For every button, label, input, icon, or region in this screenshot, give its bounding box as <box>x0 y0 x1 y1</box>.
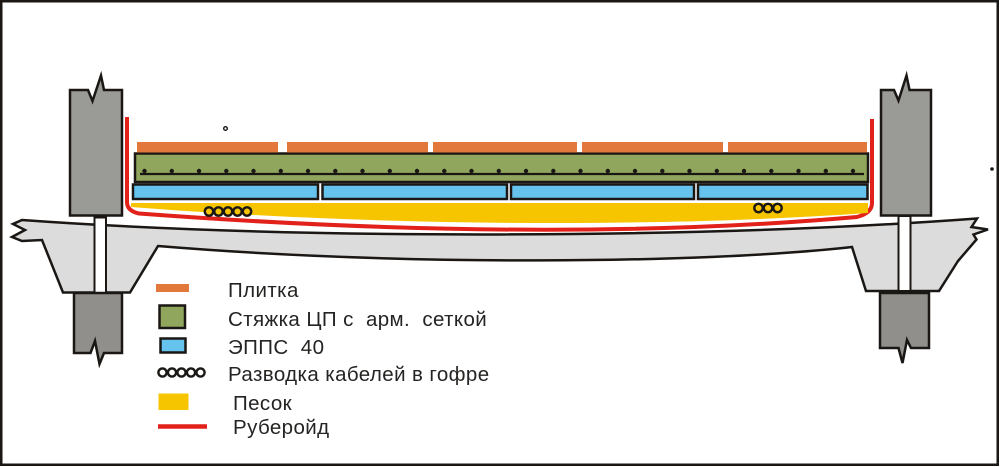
cable-dots-right <box>753 202 783 214</box>
screed-body <box>133 152 870 184</box>
mesh-dot <box>414 168 420 174</box>
sand-layer <box>131 203 868 224</box>
mesh-dot <box>278 168 283 174</box>
epps-panel <box>131 183 320 201</box>
cable-dot <box>241 206 253 217</box>
cable-dots-left <box>203 206 253 217</box>
legend-cable-dot <box>185 367 197 378</box>
mesh-dot <box>850 168 856 174</box>
mesh-dot <box>305 168 311 174</box>
mesh-dot <box>251 168 256 174</box>
cable-dot <box>762 202 774 214</box>
mesh-dot <box>796 168 801 174</box>
cable-dot <box>753 202 764 214</box>
ruberoid-line <box>125 117 874 232</box>
legend-label-screed: Стяжка ЦП с арм. сеткой <box>228 308 487 331</box>
legend-swatch-epps <box>159 337 187 354</box>
right-column-lower <box>878 291 931 364</box>
cable-dot <box>232 206 243 217</box>
cable-dot <box>203 206 215 217</box>
epps-panel <box>696 183 869 201</box>
mesh-dot <box>142 168 147 174</box>
reinforcement-mesh-dots <box>142 168 856 174</box>
mesh-dot <box>169 168 174 174</box>
mesh-dot <box>469 168 474 174</box>
mesh-dot <box>632 168 638 174</box>
legend-cable-dot <box>195 367 206 378</box>
left-column-lower <box>72 291 124 369</box>
mesh-dot <box>769 168 774 174</box>
mesh-dot <box>660 168 665 174</box>
legend-label-ruberoid: Руберойд <box>233 416 329 439</box>
left-column-slab-gap <box>93 216 107 294</box>
screed-layer <box>133 152 870 184</box>
tile-segment <box>582 142 723 153</box>
tile-segment <box>137 142 278 153</box>
right-column-slab-gap <box>897 215 912 292</box>
legend: Плитка Стяжка ЦП с арм. сеткой ЭППС 40 Р… <box>156 279 490 439</box>
legend-label-sand: Песок <box>233 392 293 415</box>
legend-swatch-screed <box>158 304 187 330</box>
mesh-dot <box>578 168 583 174</box>
mesh-dot <box>496 168 501 174</box>
left-column-upper <box>68 70 124 217</box>
cable-dot <box>213 206 224 217</box>
legend-swatch-sand <box>158 393 189 410</box>
legend-cable-dot <box>157 367 168 378</box>
mesh-dot <box>387 168 392 174</box>
stray-dot-left <box>222 125 228 131</box>
right-column-upper <box>879 70 933 217</box>
mesh-dot <box>224 168 229 174</box>
tile-segment <box>287 142 428 153</box>
tile-layer <box>137 142 867 153</box>
stray-dot-right <box>990 167 994 171</box>
legend-cable-dot <box>176 367 187 378</box>
mesh-dot <box>741 168 747 174</box>
mesh-dot <box>196 168 202 174</box>
legend-swatch-tile <box>156 284 189 292</box>
mesh-dot <box>551 168 556 174</box>
epps-panel <box>321 183 509 201</box>
mesh-dot <box>360 168 365 174</box>
tile-segment <box>728 142 867 153</box>
mesh-dot <box>442 168 447 174</box>
epps-layer <box>131 183 869 201</box>
epps-panel <box>509 183 696 201</box>
mesh-dot <box>823 168 828 174</box>
mesh-dot <box>523 168 529 174</box>
mesh-dot <box>333 168 338 174</box>
legend-label-cables: Разводка кабелей в гофре <box>228 363 490 386</box>
tile-segment <box>433 142 577 153</box>
floor-slab <box>9 217 989 294</box>
legend-label-epps: ЭППС 40 <box>228 336 324 359</box>
mesh-dot <box>714 168 719 174</box>
cable-dot <box>772 202 783 214</box>
legend-label-tile: Плитка <box>228 279 299 302</box>
mesh-dot <box>605 168 610 174</box>
cable-dot <box>222 206 234 217</box>
mesh-dot <box>687 168 692 174</box>
legend-cable-dot <box>166 367 178 378</box>
legend-swatch-cables <box>157 367 206 378</box>
